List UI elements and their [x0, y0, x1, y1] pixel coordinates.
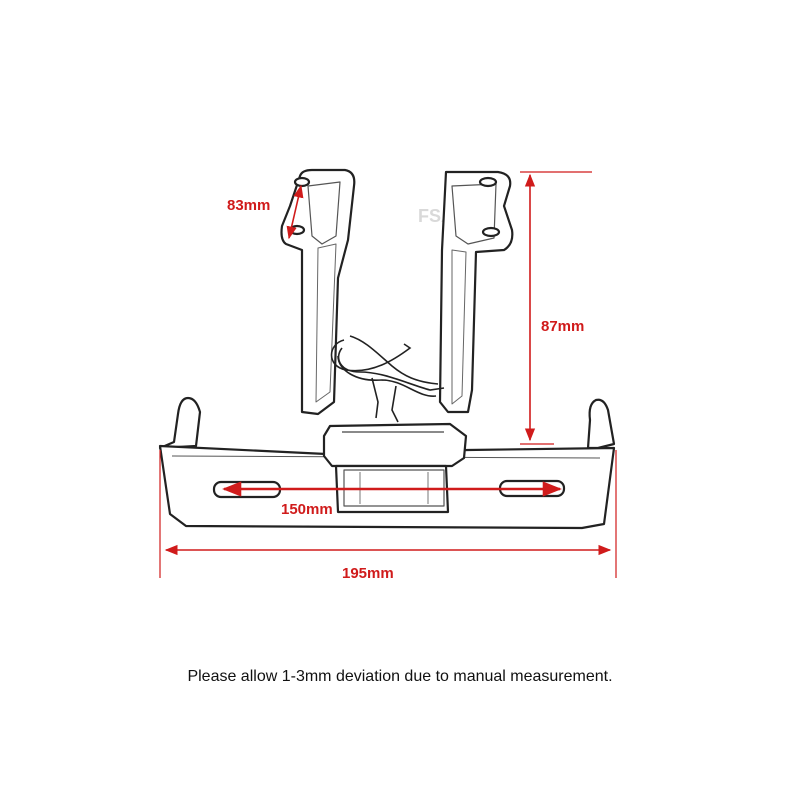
- dim-83-arrow: [286, 184, 304, 240]
- mount-hole-icon: [481, 226, 501, 238]
- dim-195-label: 195mm: [342, 565, 394, 582]
- light-housing: [322, 422, 468, 514]
- measurement-note: Please allow 1-3mm deviation due to manu…: [187, 668, 613, 685]
- mount-hole-icon: [293, 176, 311, 188]
- left-arm: [280, 168, 356, 416]
- dim-83-label: 83mm: [227, 197, 270, 214]
- dim-150-label: 150mm: [281, 501, 333, 518]
- dimension-lines: [159, 171, 617, 578]
- wire-harness-icon: [330, 335, 445, 423]
- mount-hole-icon: [478, 176, 498, 188]
- right-arm: [438, 170, 514, 414]
- dim-87-label: 87mm: [541, 318, 584, 335]
